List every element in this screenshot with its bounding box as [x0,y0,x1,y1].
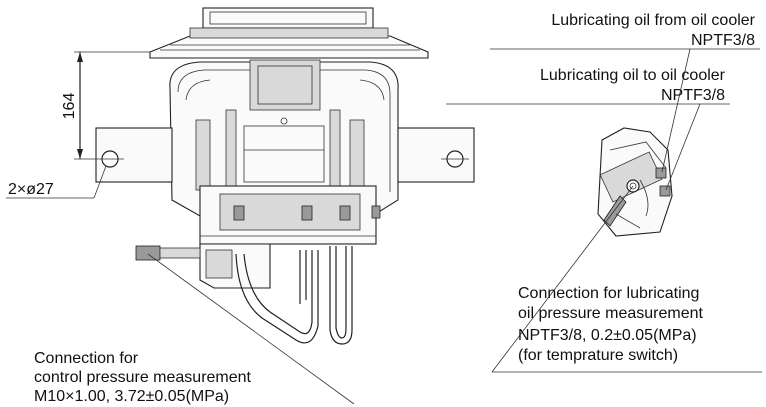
oil-from-cooler-title: Lubricating oil from oil cooler [551,12,755,29]
control-pressure-fitting [135,245,161,261]
lube-pressure-line3: NPTF3/8, 0.2±0.05(MPa) [518,327,697,344]
callout-oil-from-cooler: Lubricating oil from oil cooler NPTF3/8 [490,12,760,173]
callout-control-pressure: Connection for control pressure measurem… [34,253,355,405]
control-pressure-line1: Connection for [34,350,139,367]
transmission-main-view [95,7,475,345]
lube-pressure-line1: Connection for lubricating [518,285,699,302]
lube-pressure-line4: (for temprature switch) [518,347,678,364]
input-shaft-housing [249,59,321,111]
hole-callout: 2×ø27 [6,165,107,199]
callout-oil-to-cooler: Lubricating oil to oil cooler NPTF3/8 [446,67,730,191]
control-pressure-line3: M10×1.00, 3.72±0.05(MPa) [34,388,229,405]
hole-dimension-label: 2×ø27 [8,181,54,198]
oil-from-cooler-thread: NPTF3/8 [691,32,755,49]
lube-pressure-line2: oil pressure measurement [518,305,704,322]
side-detail-view [597,127,673,237]
oil-to-cooler-thread: NPTF3/8 [661,87,725,104]
oil-to-cooler-title: Lubricating oil to oil cooler [540,67,726,84]
height-dimension: 164 [61,51,150,160]
top-cover [202,7,374,29]
oil-port-b [659,185,671,197]
dimension-164-label: 164 [61,93,78,120]
hose-1 [235,250,319,344]
oil-port-a [655,167,667,179]
hose-2 [329,246,353,345]
control-pressure-line2: control pressure measurement [34,369,252,386]
callout-lube-pressure: Connection for lubricating oil pressure … [491,185,762,373]
mounting-flange [149,35,429,59]
